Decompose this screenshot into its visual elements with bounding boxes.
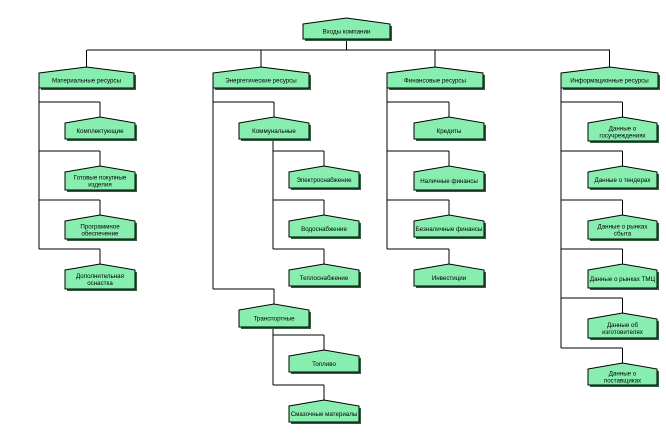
node-column-4: Информационные ресурсы: [560, 66, 660, 90]
node-box: [587, 312, 658, 339]
node-label: Входы компании: [323, 29, 371, 36]
node-label: Комплектующие: [76, 128, 124, 135]
node-label: Электроснабжение: [296, 177, 352, 184]
node-material-1: Комплектующие: [64, 116, 137, 141]
node-label: оснастка: [87, 280, 113, 287]
node-box: [288, 399, 360, 423]
node-transport-2: Смазочные материалы: [288, 399, 361, 424]
node-box: [238, 116, 310, 140]
node-label: госучреждениях: [599, 133, 646, 140]
node-label: изготовителях: [602, 329, 644, 336]
node-communal-3: Теплоснабжение: [288, 263, 361, 288]
node-label: Теплоснабжение: [300, 275, 349, 282]
node-box: [587, 263, 658, 289]
node-box: [413, 263, 485, 287]
node-finance-3: Безналичные финансы: [413, 214, 486, 239]
node-energy-2: Транспортные: [238, 303, 311, 329]
node-label: Данные о тендерах: [595, 177, 652, 184]
node-energy-1: Коммунальные: [238, 116, 311, 141]
node-box: [413, 165, 485, 191]
node-label: поставщиках: [604, 378, 642, 385]
node-box: [587, 362, 658, 386]
node-box: [413, 214, 485, 238]
node-label: Данные о: [609, 126, 637, 133]
node-box: [64, 165, 136, 191]
node-label: Кредиты: [437, 128, 462, 135]
node-box: [64, 214, 136, 240]
node-label: Данные об: [607, 322, 639, 329]
node-box: [64, 263, 136, 290]
node-label: Данные о: [609, 371, 637, 378]
node-label: Коммунальные: [252, 128, 296, 135]
node-label: Программное: [80, 224, 120, 231]
node-label: сбыта: [614, 231, 632, 238]
connectors: [38, 39, 623, 401]
node-label: изделия: [88, 182, 111, 189]
node-column-1: Материальные ресурсы: [38, 66, 136, 90]
node-label: Наличные финансы: [420, 178, 478, 185]
node-box: [212, 66, 310, 89]
node-label: Информационные ресурсы: [570, 78, 649, 85]
node-box: [38, 66, 135, 89]
node-label: Данные о рынках: [598, 224, 649, 231]
node-label: Готовые покупные: [74, 175, 127, 182]
node-box: [587, 116, 658, 142]
node-box: [302, 17, 391, 40]
node-column-2: Энергетические ресурсы: [212, 66, 311, 90]
node-box: [587, 214, 658, 240]
node-box: [288, 263, 360, 287]
node-box: [560, 66, 659, 89]
node-label: Транспортные: [253, 316, 295, 323]
node-box: [64, 116, 136, 140]
node-finance-4: Инвестиции: [413, 263, 486, 288]
node-label: Безналичные финансы: [416, 226, 483, 233]
node-label: обеспечение: [81, 231, 119, 238]
node-column-3: Финансовые ресурсы: [386, 66, 485, 90]
node-label: Топливо: [312, 361, 336, 368]
node-label: Финансовые ресурсы: [404, 78, 466, 85]
node-box: [386, 66, 484, 89]
node-info-4: Данные о рынках ТМЦ: [587, 263, 659, 290]
node-label: Дополнительная: [76, 273, 124, 280]
node-finance-1: Кредиты: [413, 116, 486, 141]
node-root: Входы компании: [302, 17, 392, 41]
node-box: [288, 214, 360, 238]
node-box: [288, 349, 360, 373]
node-box: [587, 165, 658, 189]
node-label: Материальные ресурсы: [52, 78, 121, 85]
node-finance-2: Наличные финансы: [413, 165, 486, 192]
node-label: Данные о рынках ТМЦ: [590, 276, 656, 283]
node-box: [413, 116, 485, 140]
node-label: Инвестиции: [432, 275, 467, 282]
node-communal-1: Электроснабжение: [288, 165, 361, 190]
node-label: Смазочные материалы: [291, 411, 358, 418]
node-box: [238, 303, 310, 328]
node-info-2: Данные о тендерах: [587, 165, 659, 190]
node-communal-2: Водоснабжение: [288, 214, 361, 239]
node-transport-1: Топливо: [288, 349, 361, 374]
node-label: Энергетические ресурсы: [225, 78, 297, 85]
node-label: Водоснабжение: [301, 226, 347, 233]
node-box: [288, 165, 360, 189]
